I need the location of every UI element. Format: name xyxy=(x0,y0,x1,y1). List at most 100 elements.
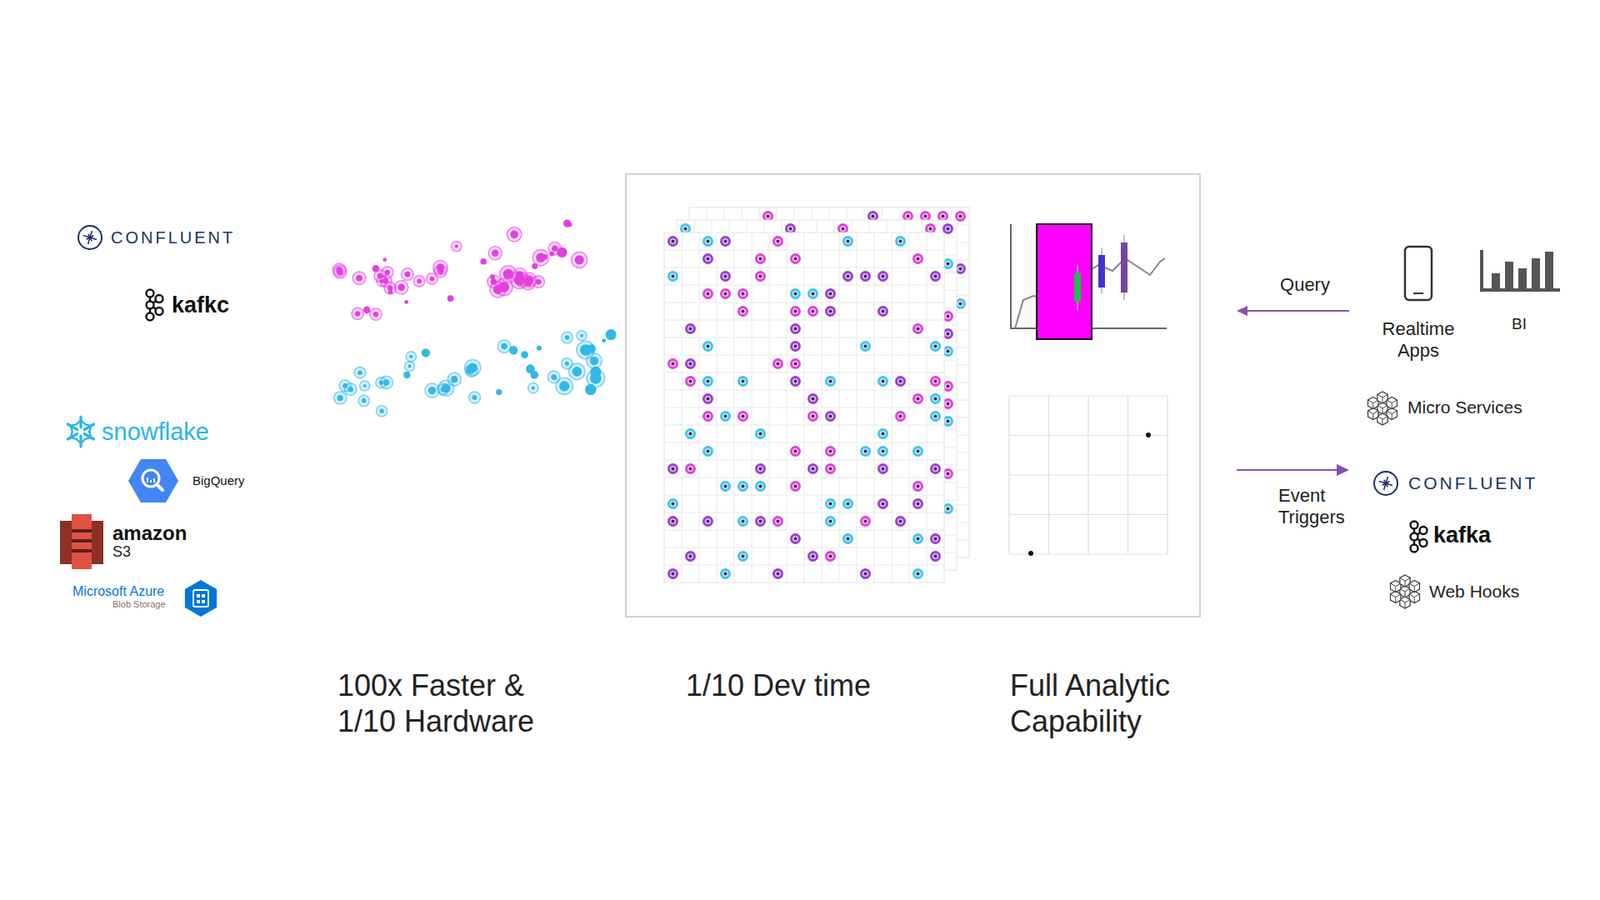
data-dot xyxy=(912,393,924,405)
data-dot-ring xyxy=(827,448,834,455)
data-dot-ring xyxy=(827,500,834,507)
data-dot-ring xyxy=(757,483,764,490)
data-dot-ring xyxy=(827,378,834,385)
particle xyxy=(404,300,409,305)
cube xyxy=(1368,407,1379,420)
data-dot xyxy=(825,305,836,317)
particle-halo xyxy=(433,260,448,275)
data-dot-core xyxy=(906,215,910,219)
logo-band xyxy=(71,529,92,533)
particle xyxy=(551,245,558,251)
logo-body xyxy=(71,514,92,570)
data-dot xyxy=(825,410,836,422)
particle xyxy=(372,265,380,272)
particle xyxy=(409,355,413,359)
data-dot-core xyxy=(829,502,833,506)
data-dot-ring xyxy=(915,535,921,542)
data-dot-core xyxy=(741,485,745,489)
data-dot-core xyxy=(946,420,950,424)
data-dot-core xyxy=(811,467,815,471)
data-dot xyxy=(877,498,889,510)
data-dot-ring xyxy=(757,430,764,437)
cube xyxy=(1390,590,1401,603)
data-dot xyxy=(912,568,924,580)
cube-edges xyxy=(1390,594,1401,604)
particle-halo xyxy=(426,273,439,285)
data-dot-core xyxy=(724,415,728,419)
data-dot-core xyxy=(941,215,945,219)
data-dot-ring xyxy=(687,553,694,560)
data-dot-core xyxy=(689,432,693,436)
data-dot xyxy=(842,498,854,510)
data-dot xyxy=(912,533,924,545)
data-dot-core xyxy=(946,402,950,406)
data-dot xyxy=(860,445,871,457)
data-dot-core xyxy=(671,502,675,506)
data-dot xyxy=(720,410,731,422)
data-dot-core xyxy=(934,537,938,541)
data-dot-ring xyxy=(827,413,834,420)
data-dot xyxy=(912,445,924,457)
data-dot xyxy=(860,568,871,580)
data-dot-core xyxy=(841,227,845,231)
trigger-arrow-line xyxy=(1236,469,1339,471)
data-dot xyxy=(685,323,696,335)
data-dot-ring xyxy=(827,465,834,472)
data-dot-core xyxy=(759,485,763,489)
particle xyxy=(535,279,541,285)
pink-stream xyxy=(332,219,587,320)
bi-axes xyxy=(1481,250,1560,290)
data-dot xyxy=(720,568,731,580)
data-dot-core xyxy=(706,345,710,349)
data-dot-core xyxy=(959,267,963,271)
grid-line xyxy=(664,390,945,391)
data-dot-ring xyxy=(932,378,939,385)
data-dot xyxy=(790,480,801,492)
data-dot-core xyxy=(946,332,950,336)
data-dot-ring xyxy=(862,343,869,350)
data-dot-ring xyxy=(792,325,799,332)
data-dot xyxy=(790,305,801,317)
logo-text: snowflake xyxy=(101,417,210,447)
data-dot xyxy=(825,288,836,300)
particle-halo xyxy=(571,251,588,268)
logo-text: Microsoft Azure xyxy=(72,583,165,600)
data-dot xyxy=(842,235,854,247)
particle xyxy=(348,386,354,392)
data-dot-core xyxy=(724,485,728,489)
data-dot-ring xyxy=(957,213,964,220)
data-dot-core xyxy=(916,257,920,261)
data-dot-ring xyxy=(880,500,886,507)
benefit-caption: 100x Faster & 1/10 Hardware xyxy=(337,667,588,740)
data-dot-core xyxy=(899,520,903,524)
data-dot-core xyxy=(846,275,850,279)
data-dot-ring xyxy=(840,225,846,232)
confluent-logo xyxy=(78,225,102,250)
data-dot xyxy=(912,323,924,335)
data-dot-ring xyxy=(862,273,869,280)
particle xyxy=(565,335,570,340)
data-dot xyxy=(895,410,906,422)
particle-halo xyxy=(506,227,521,242)
logo-subtext: Blob Storage xyxy=(112,599,166,610)
particle-halo xyxy=(404,360,415,371)
kafka-logo xyxy=(1410,521,1428,553)
data-dot-core xyxy=(934,555,938,559)
data-dot-core xyxy=(794,362,798,366)
logo-chevron xyxy=(85,431,91,440)
data-dot-ring xyxy=(957,265,964,272)
data-dot-ring xyxy=(880,465,886,472)
data-dot xyxy=(702,288,714,300)
data-dot xyxy=(807,305,819,317)
particle xyxy=(559,380,570,391)
data-dot xyxy=(930,463,941,475)
data-dot-core xyxy=(916,327,920,331)
data-dot-core xyxy=(829,520,833,524)
logo-chevron xyxy=(70,431,77,440)
data-dot-core xyxy=(916,450,920,454)
particle-halo xyxy=(375,405,387,417)
data-dot-core xyxy=(741,292,745,296)
phone-icon xyxy=(1405,246,1432,300)
data-dot-core xyxy=(959,302,963,306)
data-dot xyxy=(807,410,819,422)
